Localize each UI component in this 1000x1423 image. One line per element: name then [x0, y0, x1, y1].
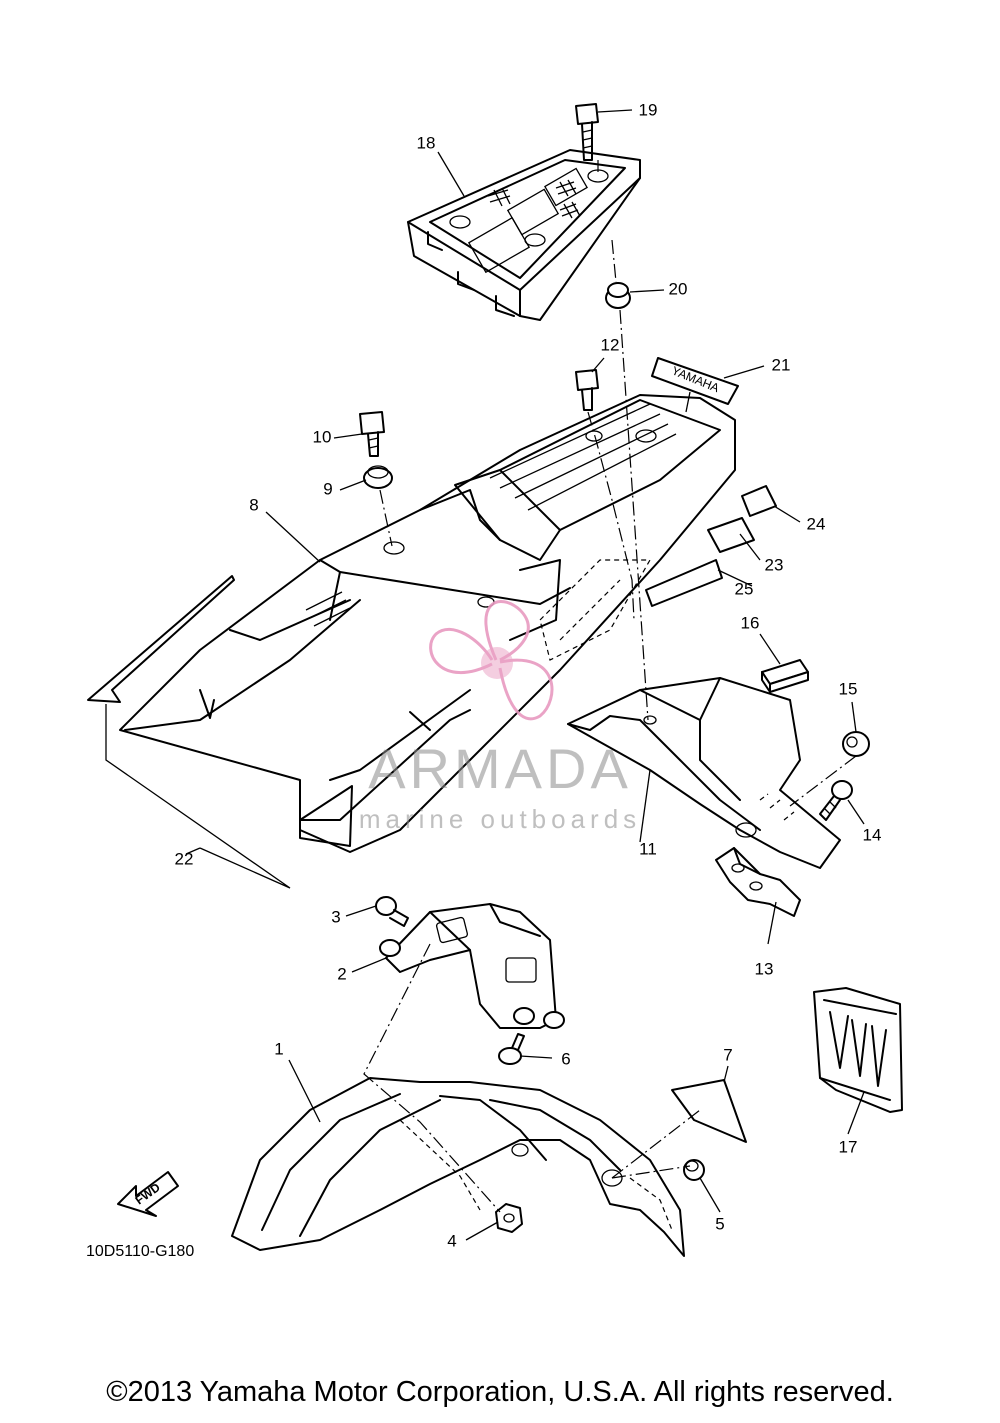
callout-22: 22: [175, 849, 194, 868]
callout-6: 6: [561, 1049, 570, 1068]
part-4-nut[interactable]: [495, 1203, 523, 1233]
part-8-rear-cover[interactable]: [119, 394, 736, 853]
part-25-decal[interactable]: [645, 559, 723, 607]
part-24-decal[interactable]: [741, 485, 777, 517]
part-20-grommet[interactable]: [605, 282, 631, 309]
callout-4: 4: [447, 1231, 456, 1250]
part-12-bolt[interactable]: [575, 369, 599, 411]
callout-10: 10: [313, 427, 332, 446]
callouts: 1 2 3 4 5 6 7 8 9 10 11 12 13 14 15 16 1…: [175, 100, 882, 1250]
watermark: ARMADA marine outboards: [359, 600, 641, 834]
part-23-decal[interactable]: [707, 517, 755, 553]
part-2-bracket[interactable]: [379, 903, 565, 1029]
watermark-tagline: marine outboards: [359, 804, 641, 834]
callout-24: 24: [807, 514, 826, 533]
part-17-plate[interactable]: [813, 987, 903, 1113]
callout-25: 25: [735, 579, 754, 598]
callout-20: 20: [669, 279, 688, 298]
callout-17: 17: [839, 1137, 858, 1156]
callout-7: 7: [723, 1045, 732, 1064]
center-lines: [363, 160, 857, 1213]
part-11-rear-fender[interactable]: [567, 677, 841, 869]
callout-8: 8: [249, 495, 258, 514]
part-5-cap[interactable]: [683, 1159, 705, 1181]
callout-14: 14: [863, 825, 882, 844]
callout-18: 18: [417, 133, 436, 152]
callout-16: 16: [741, 613, 760, 632]
callout-5: 5: [715, 1214, 724, 1233]
drawing-code: 10D5110-G180: [86, 1243, 194, 1260]
callout-3: 3: [331, 907, 340, 926]
part-10-bolt[interactable]: [359, 411, 385, 457]
part-1-front-fender[interactable]: [231, 1077, 685, 1257]
callout-11: 11: [639, 839, 657, 858]
callout-9: 9: [323, 479, 332, 498]
part-14-bolt[interactable]: [819, 780, 853, 821]
callout-12: 12: [601, 335, 620, 354]
callout-19: 19: [639, 100, 658, 119]
callout-21: 21: [772, 355, 791, 374]
part-13-bracket[interactable]: [715, 847, 801, 917]
part-6-bolt[interactable]: [498, 1033, 525, 1065]
part-9-grommet[interactable]: [363, 465, 393, 489]
callout-1: 1: [274, 1039, 283, 1058]
part-3-bolt[interactable]: [375, 896, 409, 927]
callout-2: 2: [337, 964, 346, 983]
fwd-arrow: FWD: [117, 1171, 179, 1217]
watermark-logo-icon: [429, 600, 554, 721]
callout-13: 13: [755, 959, 774, 978]
part-19-bolt[interactable]: [575, 103, 599, 161]
callout-23: 23: [765, 555, 784, 574]
part-22-side-decal[interactable]: [87, 575, 353, 847]
watermark-name: ARMADA: [368, 737, 632, 800]
callout-15: 15: [839, 679, 858, 698]
leader-lines: [105, 109, 865, 1241]
part-16-block[interactable]: [761, 659, 809, 693]
copyright-notice: ©2013 Yamaha Motor Corporation, U.S.A. A…: [106, 1376, 894, 1408]
part-18-carrier[interactable]: [407, 149, 641, 321]
part-15-nut[interactable]: [842, 731, 870, 757]
part-7-decal[interactable]: [671, 1079, 747, 1143]
